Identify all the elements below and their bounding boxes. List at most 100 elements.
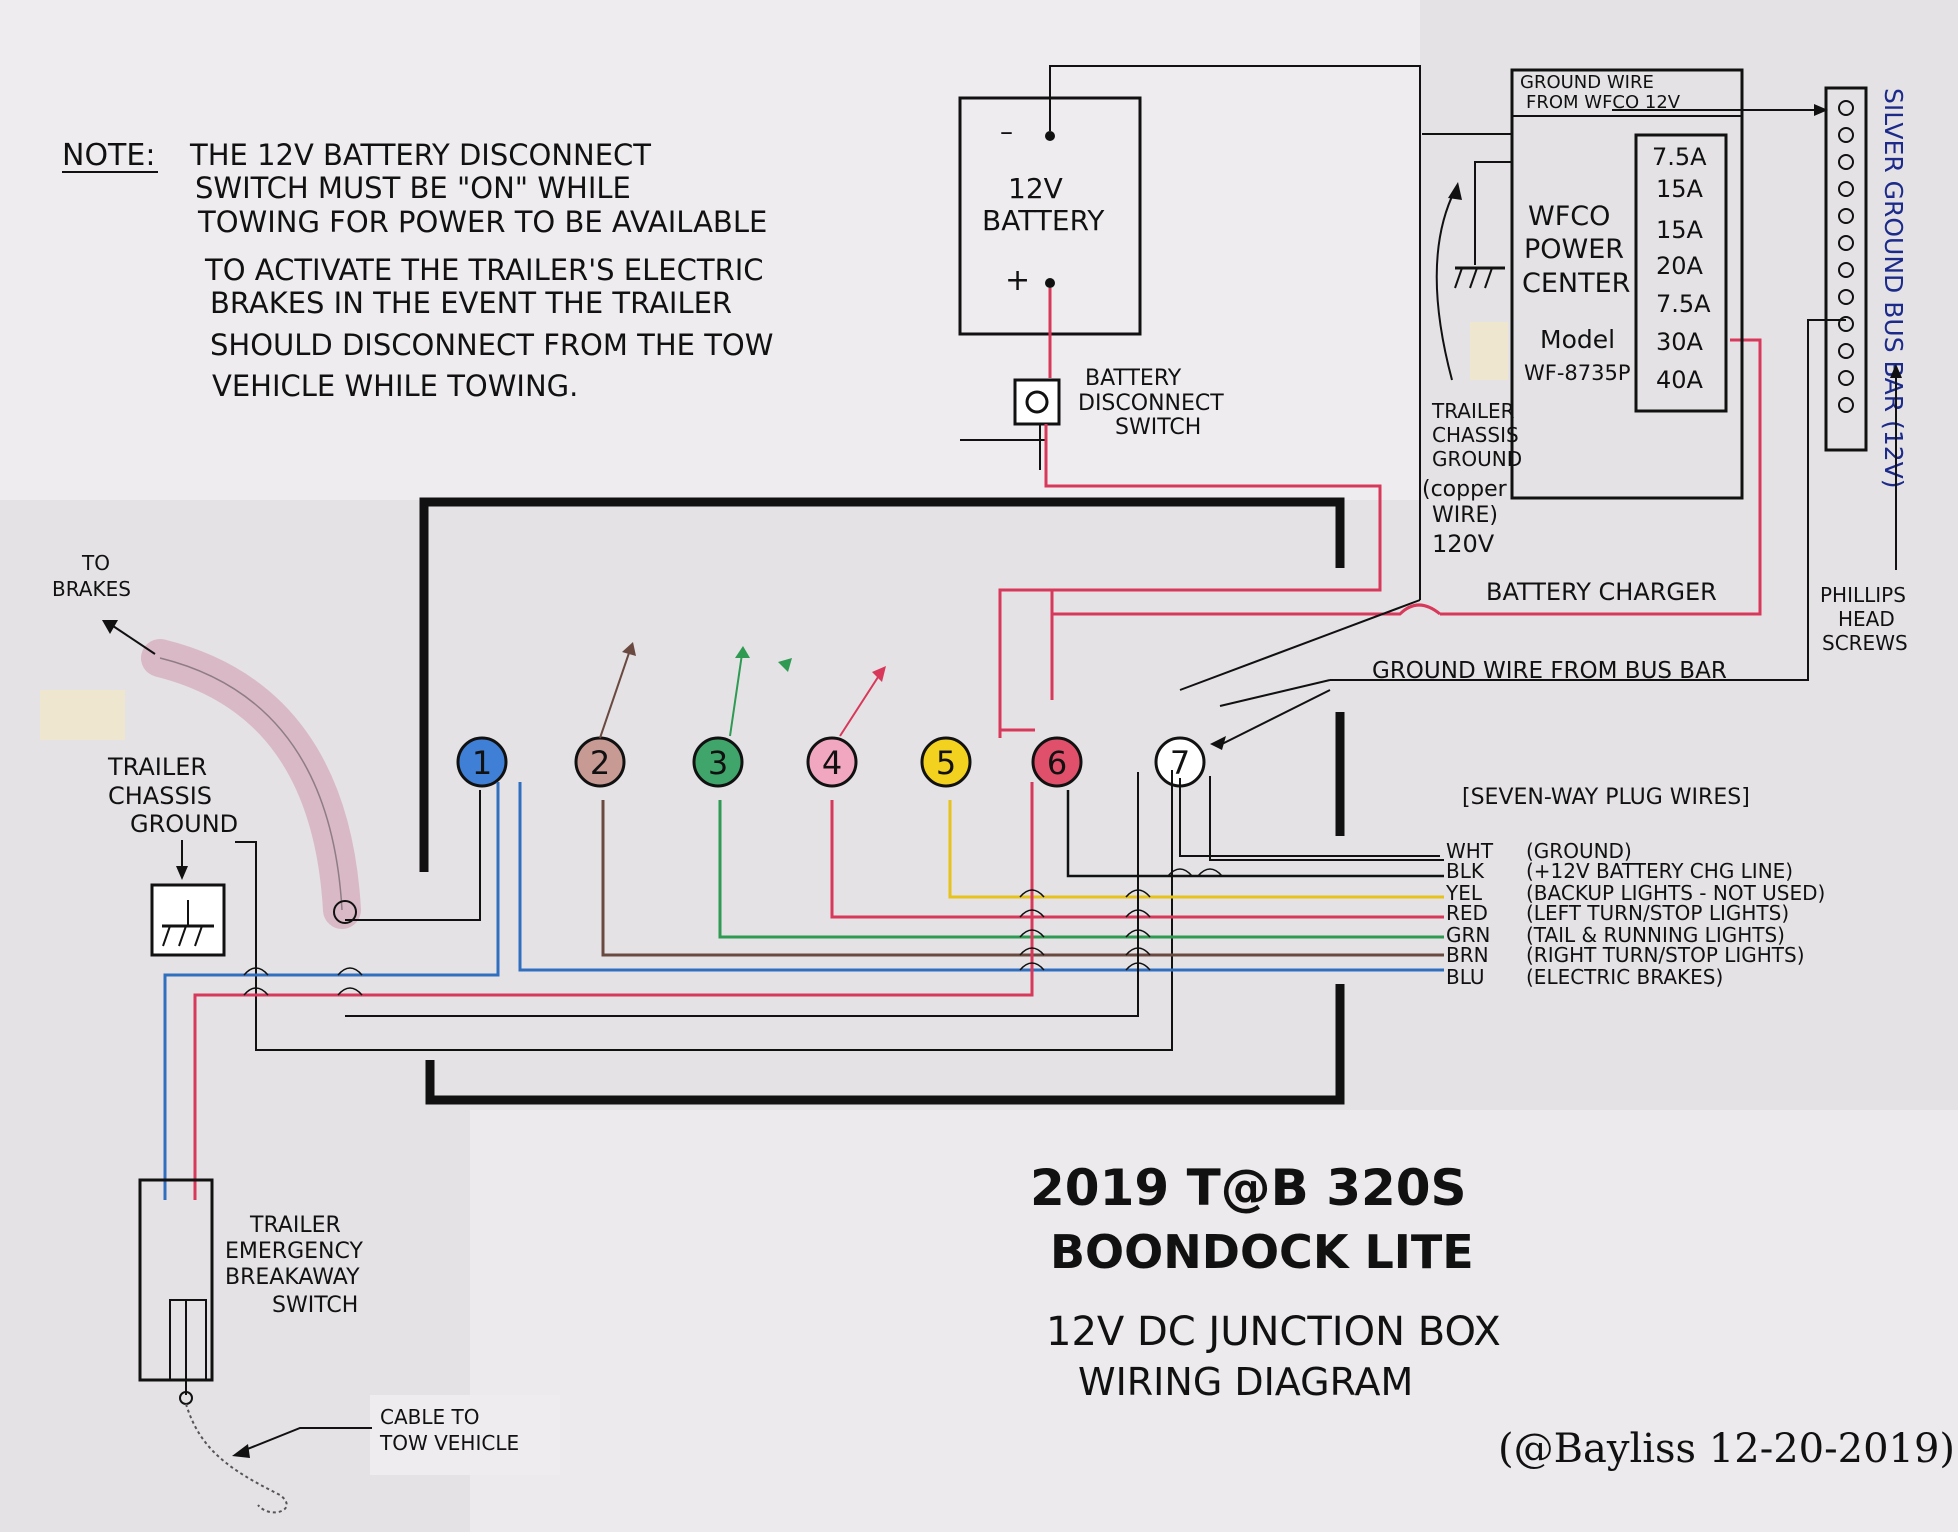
ground-to-7-a	[1219, 679, 1331, 707]
bus-bar-label: SILVER GROUND BUS BAR (12V)	[1879, 88, 1908, 489]
plug-wire-desc: (ELECTRIC BRAKES)	[1526, 965, 1723, 989]
breakaway-2: EMERGENCY	[225, 1239, 363, 1264]
wire-black-to-1	[345, 790, 481, 921]
disconnect-switch-box	[1013, 378, 1061, 426]
to-brakes-2: BRAKES	[52, 577, 131, 601]
terminal-circle	[692, 736, 744, 788]
cable-arrow	[239, 1427, 372, 1453]
wfco-model-2: WF-8735P	[1524, 361, 1631, 385]
battery-label-2: BATTERY	[982, 204, 1105, 237]
note-line-6: SHOULD DISCONNECT FROM THE TOW	[210, 328, 773, 362]
chassis-ground-right-lead	[1474, 161, 1512, 265]
wfco-box	[1510, 68, 1744, 500]
terminal-circle	[456, 736, 508, 788]
to-brakes-arrow	[109, 623, 156, 655]
cable-1: CABLE TO	[380, 1405, 479, 1429]
plug-wire-code: BLU	[1446, 965, 1485, 989]
plug-wire-code: YEL	[1445, 881, 1483, 905]
terminal-number: 2	[590, 744, 610, 782]
wire-blk	[1066, 790, 1444, 878]
bus-bar-hole	[1838, 289, 1854, 305]
battery-label-1: 12V	[1008, 172, 1063, 205]
wire-brn	[601, 800, 1444, 957]
charger-red-wire-hop	[1052, 603, 1441, 616]
red-wire-battery-to-6	[1044, 424, 1382, 700]
fuse-1: 7.5A	[1652, 143, 1707, 171]
terminal-1: 1	[456, 736, 508, 788]
bus-bar-hole	[1838, 154, 1854, 170]
bus-bar-hole	[1838, 181, 1854, 197]
wire-blu	[518, 782, 1444, 972]
wire-grn	[718, 800, 1444, 939]
disconnect-switch: BATTERY DISCONNECT SWITCH	[1013, 366, 1224, 440]
chassis-right-3: GROUND	[1432, 447, 1522, 471]
disconnect-label-1: BATTERY	[1085, 366, 1182, 391]
red-arrow-6	[998, 700, 1035, 732]
note-line-4: TO ACTIVATE THE TRAILER'S ELECTRIC	[204, 253, 764, 287]
chassis-left-2: CHASSIS	[108, 782, 212, 810]
plug-legend-title: [SEVEN-WAY PLUG WIRES]	[1462, 785, 1750, 810]
terminal-6: 6	[1031, 736, 1083, 788]
note-line-5: BRAKES IN THE EVENT THE TRAILER	[210, 286, 732, 320]
to-brakes-1: TO	[81, 551, 110, 575]
wire-red-breakaway	[193, 782, 1034, 1200]
bus-bar-hole	[1838, 235, 1854, 251]
note-line-1: THE 12V BATTERY DISCONNECT	[189, 138, 651, 172]
brake-cable-end	[333, 900, 357, 924]
signature: (@Bayliss 12-20-2019)	[1498, 1426, 1955, 1472]
terminal-number: 1	[472, 744, 492, 782]
disconnect-switch-knob	[1025, 390, 1049, 414]
wfco-power-center: GROUND WIRE FROM WFCO 12V WFCO POWER CEN…	[1510, 68, 1744, 500]
bus-bar-body	[1824, 86, 1868, 452]
breakaway-body	[138, 1178, 214, 1382]
terminal-3: 3	[692, 736, 744, 788]
plug-wire-desc: (BACKUP LIGHTS - NOT USED)	[1526, 881, 1825, 905]
battery-neg: –	[1000, 117, 1013, 147]
terminal-number: 7	[1170, 744, 1190, 782]
breakaway-4: SWITCH	[272, 1293, 358, 1318]
bus-bar-holes	[1838, 100, 1854, 413]
plug-wire-desc: (TAIL & RUNNING LIGHTS)	[1526, 923, 1785, 947]
chassis-ground-left: TRAILER CHASSIS GROUND	[107, 753, 1173, 1051]
plug-wire-desc: (GROUND)	[1526, 839, 1632, 863]
note-line-3: TOWING FOR POWER TO BE AVAILABLE	[197, 205, 767, 239]
paper-top-left	[0, 0, 1420, 500]
bus-bar-hole	[1838, 370, 1854, 386]
wfco-name-1: WFCO	[1528, 201, 1610, 232]
wfco-model-1: Model	[1540, 325, 1615, 354]
plug-wire-code: WHT	[1446, 839, 1494, 863]
chassis-right-1: TRAILER	[1431, 399, 1515, 423]
battery-pos: +	[1005, 263, 1030, 298]
tape-right	[1470, 322, 1508, 380]
plug-wire-code: BRN	[1446, 943, 1489, 967]
plug-wire-code: GRN	[1446, 923, 1490, 947]
bus-bar-hole	[1838, 100, 1854, 116]
battery-pos-terminal	[1045, 278, 1055, 288]
terminal-5: 5	[920, 736, 972, 788]
battery-neg-terminal	[1045, 131, 1055, 141]
fuse-7: 40A	[1656, 366, 1704, 394]
wire-black-to-7	[345, 772, 1139, 1017]
disconnect-label-3: SWITCH	[1115, 415, 1201, 440]
bus-bar-hole	[1838, 262, 1854, 278]
bus-bar-hole	[1838, 208, 1854, 224]
tape-left	[40, 690, 125, 740]
fuse-panel	[1634, 133, 1728, 413]
arrow-3	[729, 653, 743, 737]
chassis-right-6: 120V	[1432, 530, 1495, 558]
phillips-3: SCREWS	[1822, 631, 1908, 655]
cable-2: TOW VEHICLE	[379, 1431, 519, 1455]
fuse-2: 15A	[1656, 175, 1704, 203]
wfco-name-3: CENTER	[1522, 268, 1630, 299]
terminal-circle	[806, 736, 858, 788]
title-line-1: 2019 T@B 320S	[1030, 1159, 1467, 1217]
terminal-number: 6	[1047, 744, 1067, 782]
wire-blu-brakes	[163, 782, 500, 1200]
bus-bar-hole	[1838, 397, 1854, 413]
plug-wire-bundle	[163, 772, 1444, 1200]
wfco-name-2: POWER	[1524, 234, 1624, 265]
title-line-3: 12V DC JUNCTION BOX	[1046, 1309, 1501, 1355]
breakaway-1: TRAILER	[249, 1213, 341, 1238]
